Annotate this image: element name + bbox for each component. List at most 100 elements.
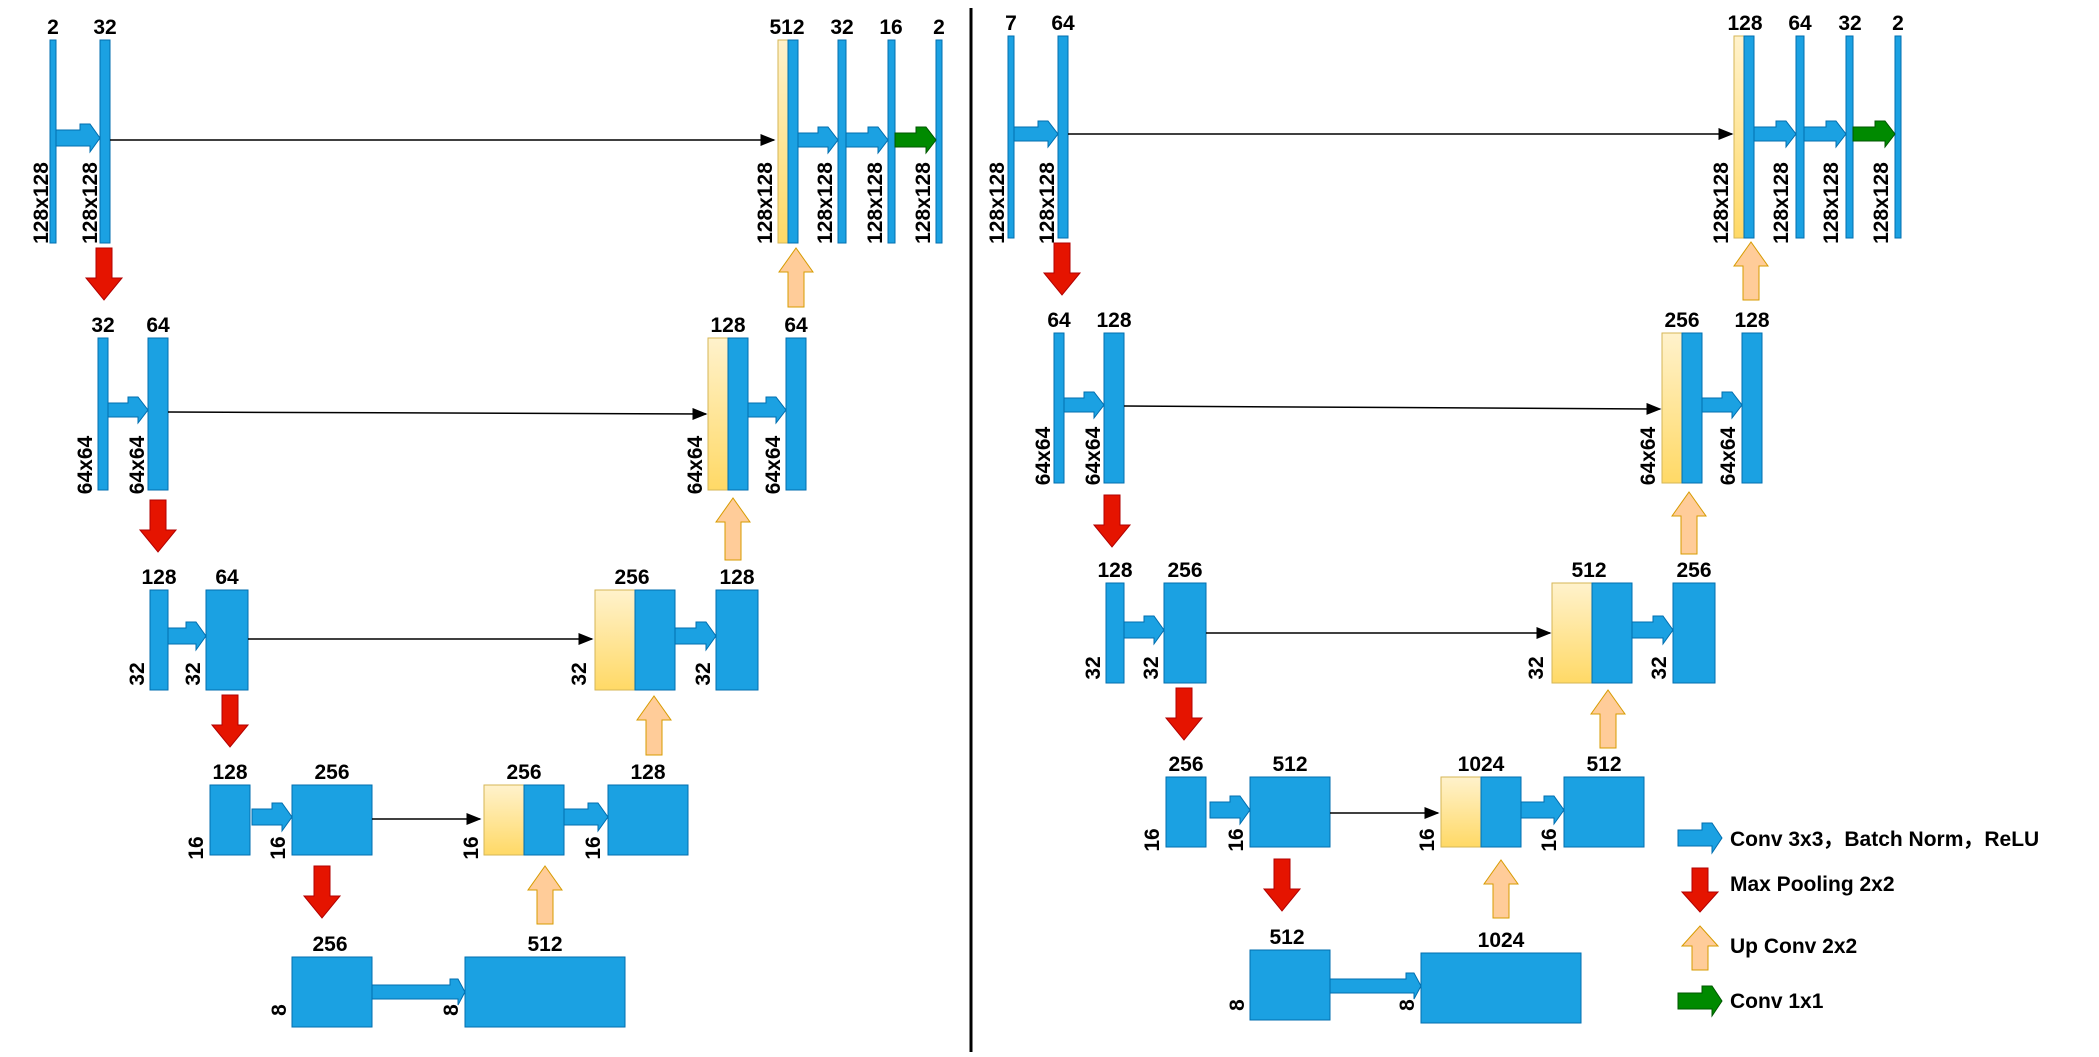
feature-map-block <box>1743 35 1755 239</box>
conv1x1-arrow-icon <box>1852 120 1896 149</box>
max-pool-arrow-icon <box>138 499 178 553</box>
size-label: 32 <box>1525 656 1548 679</box>
size-label: 32 <box>1648 656 1671 679</box>
feature-map-block <box>1420 952 1582 1024</box>
channel-label: 16 <box>879 16 902 39</box>
size-label: 128x128 <box>1710 162 1733 244</box>
size-label: 64x64 <box>1637 426 1660 485</box>
green-right-arrow-icon <box>1677 985 1723 1018</box>
size-label: 16 <box>460 836 483 859</box>
size-label: 128x128 <box>814 162 837 244</box>
orange-up-arrow-icon <box>1680 925 1720 971</box>
feature-map-block <box>634 589 676 691</box>
size-label: 16 <box>1538 828 1561 851</box>
conv-arrow-icon <box>747 396 787 425</box>
up-conv-arrow-icon <box>636 695 672 756</box>
left-network: 2 32 128x128 128x128 32 64 64x64 64x64 1… <box>30 16 945 1028</box>
size-label: 128x128 <box>864 162 887 244</box>
channel-label: 128 <box>212 761 247 784</box>
feature-map-block <box>715 589 759 691</box>
feature-map-block <box>935 39 943 244</box>
channel-label: 32 <box>91 314 114 337</box>
channel-label: 512 <box>1586 753 1621 776</box>
feature-map-block <box>1795 35 1805 239</box>
channel-label: 32 <box>1838 12 1861 35</box>
channel-label: 32 <box>93 16 116 39</box>
channel-label: 512 <box>527 933 562 956</box>
channel-label: 64 <box>784 314 808 337</box>
max-pool-arrow-icon <box>1262 858 1302 912</box>
feature-map-block <box>99 39 111 244</box>
channel-label: 32 <box>830 16 853 39</box>
size-label: 64x64 <box>74 435 97 494</box>
size-label: 16 <box>1141 828 1164 851</box>
legend-pool-label: Max Pooling 2x2 <box>1730 873 1895 896</box>
conv-arrow-icon <box>1209 795 1251 826</box>
conv-arrow-icon <box>1753 120 1797 149</box>
feature-map-block <box>785 337 807 491</box>
channel-label: 128 <box>1096 309 1131 332</box>
channel-label: 512 <box>1269 926 1304 949</box>
max-pool-arrow-icon <box>302 865 342 919</box>
size-label: 128x128 <box>1770 162 1793 244</box>
skip-connection <box>167 407 708 420</box>
max-pool-arrow-icon <box>210 694 250 748</box>
feature-map-block <box>1053 332 1065 484</box>
channel-label: 256 <box>314 761 349 784</box>
channel-label: 256 <box>1167 559 1202 582</box>
size-label: 32 <box>568 662 591 685</box>
max-pool-arrow-icon <box>1092 494 1132 548</box>
up-conv-arrow-icon <box>527 865 563 925</box>
conv-arrow-icon <box>107 396 149 425</box>
feature-map-block <box>1563 776 1645 848</box>
max-pool-arrow-icon <box>1042 242 1082 296</box>
channel-label: 64 <box>1047 309 1071 332</box>
skip-connection <box>1123 402 1662 415</box>
feature-map-block <box>149 589 169 691</box>
legend-upconv-label: Up Conv 2x2 <box>1730 935 1857 958</box>
channel-label: 64 <box>1051 12 1075 35</box>
feature-map-block <box>464 956 626 1028</box>
feature-map-block <box>1057 35 1069 239</box>
conv-arrow-icon <box>55 123 101 154</box>
conv-arrow-icon <box>1631 615 1674 646</box>
channel-label: 256 <box>506 761 541 784</box>
channel-label: 128 <box>1097 559 1132 582</box>
channel-label: 128 <box>141 566 176 589</box>
size-label: 128x128 <box>912 162 935 244</box>
channel-label: 1024 <box>1478 929 1525 952</box>
conv-arrow-icon <box>674 621 717 652</box>
size-label: 8 <box>1396 999 1419 1011</box>
channel-label: 512 <box>769 16 804 39</box>
channel-label: 2 <box>1892 12 1904 35</box>
conv-arrow-icon <box>1520 795 1565 826</box>
size-label: 32 <box>692 662 715 685</box>
channel-label: 512 <box>1571 559 1606 582</box>
legend-conv1x1-label: Conv 1x1 <box>1730 990 1824 1013</box>
feature-map-block <box>1741 332 1763 484</box>
feature-map-block <box>1249 949 1331 1021</box>
feature-map-block <box>1249 776 1331 848</box>
conv1x1-arrow-icon <box>894 126 937 155</box>
size-label: 64x64 <box>762 435 785 494</box>
right-network: 7 64 128x128 128x128 64 128 64x64 64x64 … <box>986 12 1904 1024</box>
concat-block <box>483 784 525 856</box>
blue-right-arrow-icon <box>1677 822 1723 855</box>
max-pool-arrow-icon <box>84 247 124 301</box>
channel-label: 2 <box>47 16 59 39</box>
feature-map-block <box>147 337 169 491</box>
feature-map-block <box>727 337 749 491</box>
feature-map-block <box>1672 582 1716 684</box>
size-label: 64x64 <box>126 435 149 494</box>
size-label: 16 <box>1225 828 1248 851</box>
feature-map-block <box>607 784 689 856</box>
concat-block <box>1440 776 1482 848</box>
size-label: 128x128 <box>1036 162 1059 244</box>
feature-map-block <box>1681 332 1703 484</box>
channel-label: 64 <box>146 314 170 337</box>
size-label: 128x128 <box>1870 162 1893 244</box>
up-conv-arrow-icon <box>1483 859 1519 919</box>
conv-arrow-icon <box>167 621 207 652</box>
feature-map-block <box>291 956 373 1028</box>
conv-arrow-icon <box>1063 391 1105 420</box>
